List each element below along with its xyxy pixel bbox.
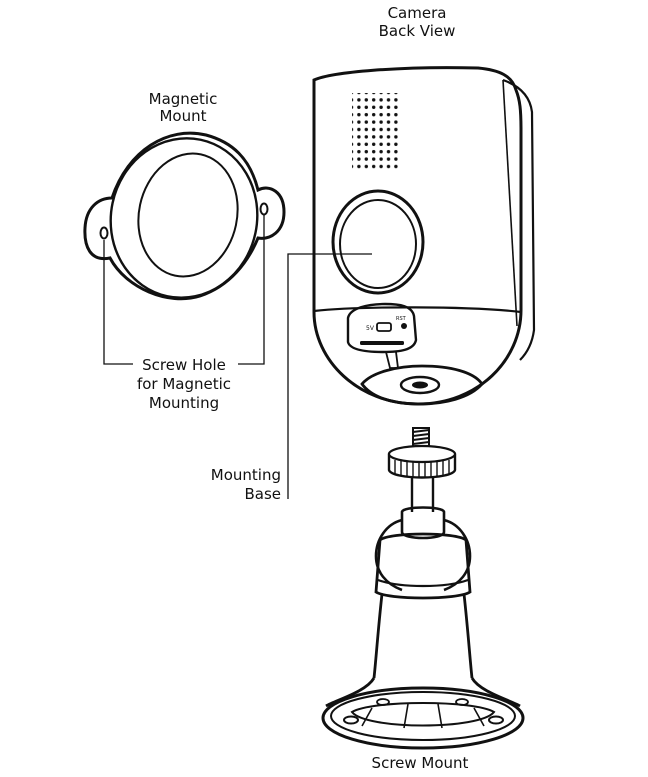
magnetic-label-line2: Mount	[159, 107, 206, 125]
magnetic-mount-label: Magnetic Mount	[149, 90, 218, 125]
camera-body-outline	[312, 66, 523, 406]
screw-mount	[321, 427, 525, 750]
camera-side-face	[502, 78, 536, 361]
base-screw-hole-back-right-icon	[455, 698, 469, 706]
screw-mount-base-plate	[321, 686, 525, 750]
sd-card-slot-icon	[360, 341, 404, 345]
magnetic-mount-magnet-disc	[137, 152, 239, 278]
screw-thread-icon	[412, 427, 430, 450]
screw-mount-collar	[374, 532, 472, 600]
magnetic-label-line1: Magnetic	[149, 90, 218, 108]
mounting-base-socket-inner	[412, 381, 428, 389]
port-cover-panel	[346, 302, 418, 354]
mounting-base-label-line2: Base	[244, 485, 281, 503]
leader-line-right-screw-hole	[238, 214, 265, 365]
mounting-base-socket-outer	[399, 375, 441, 395]
camera-side-edge	[502, 79, 518, 327]
camera-shell-seam	[313, 306, 522, 314]
port-label-rst: RST	[396, 316, 407, 322]
camera-mounting-base	[360, 364, 484, 406]
screw-mount-column	[372, 593, 474, 679]
mounting-base-label-line1: Mounting	[211, 466, 281, 484]
screw-hole-label-line1: Screw Hole	[142, 356, 226, 374]
usb-port-icon	[376, 322, 392, 332]
mounting-base-label: Mounting Base	[211, 466, 281, 503]
screw-mount-base-rim	[330, 691, 516, 741]
screw-mount-collar-band	[377, 578, 469, 588]
speaker-grille-icon	[352, 93, 400, 169]
knurled-nut-top	[387, 444, 457, 464]
right-screw-hole-icon	[259, 202, 269, 216]
screw-mount-neck	[410, 478, 435, 512]
port-tether	[385, 351, 400, 369]
magnetic-mount-rim	[109, 137, 259, 299]
reset-button-icon	[401, 323, 407, 329]
screw-hole-label-line3: Mounting	[149, 394, 219, 412]
leader-line-left-screw-hole	[103, 240, 133, 365]
screw-mount-label: Screw Mount	[372, 754, 469, 772]
camera-sensor-ring	[331, 189, 425, 295]
base-screw-hole-back-left-icon	[376, 698, 390, 706]
left-screw-hole-icon	[99, 226, 109, 240]
magnetic-mount-outer-plate	[83, 131, 286, 301]
knurl-lines	[394, 460, 450, 478]
base-screw-hole-left-icon	[343, 715, 359, 725]
base-ribs	[361, 703, 485, 729]
camera-back-view: 5V RST	[312, 66, 536, 406]
screw-hole-label: Screw Hole for Magnetic Mounting	[137, 356, 231, 412]
camera-label-line2: Back View	[379, 22, 456, 40]
leader-line-mounting-base	[287, 253, 372, 499]
screw-mount-base-inner	[350, 702, 496, 727]
camera-back-view-label: Camera Back View	[379, 4, 456, 40]
camera-label-line1: Camera	[388, 4, 447, 22]
base-screw-hole-right-icon	[488, 715, 504, 725]
screw-mount-base-flare	[325, 677, 521, 708]
port-label-5v: 5V	[366, 325, 375, 332]
screw-hole-label-line2: for Magnetic	[137, 375, 231, 393]
camera-sensor-inner	[339, 199, 417, 289]
magnetic-mount	[83, 131, 286, 301]
leader-lines	[103, 214, 372, 499]
